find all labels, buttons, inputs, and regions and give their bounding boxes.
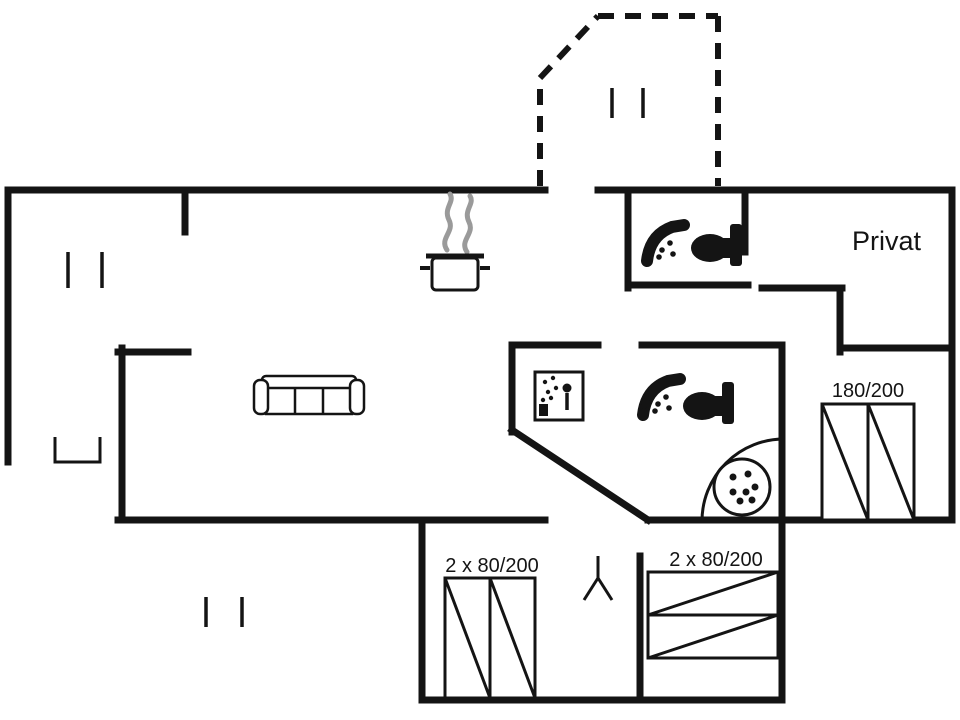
double-bed-size-label: 180/200 bbox=[832, 380, 904, 402]
exterior-walls bbox=[4, 186, 956, 704]
bed-twin-right-icon bbox=[646, 570, 780, 660]
entry-step bbox=[53, 437, 102, 464]
bed-twin-left-icon bbox=[443, 576, 537, 700]
privat-room-label: Privat bbox=[852, 226, 922, 256]
door-symbol bbox=[582, 556, 614, 601]
twin-bed-right-size-label: 2 x 80/200 bbox=[669, 549, 762, 571]
twin-bed-left-size-label: 2 x 80/200 bbox=[445, 555, 538, 577]
interior-walls bbox=[507, 186, 956, 704]
window-icon bbox=[204, 597, 244, 627]
bathroom-middle-fixtures bbox=[533, 370, 772, 517]
steam-icon bbox=[442, 191, 474, 255]
window-icon bbox=[610, 88, 645, 118]
toilet-icon bbox=[683, 382, 734, 424]
bathroom-top-fixtures bbox=[645, 224, 742, 266]
sofa-icon bbox=[252, 374, 366, 416]
window-icon bbox=[66, 252, 104, 288]
hot-tub-icon bbox=[712, 457, 772, 517]
window-marks bbox=[66, 88, 645, 627]
shower-cabin-icon bbox=[533, 370, 585, 422]
cooking-pot-icon bbox=[420, 253, 490, 292]
shower-icon bbox=[641, 379, 680, 415]
dashed-porch-outline bbox=[537, 13, 721, 186]
shower-icon bbox=[645, 225, 684, 261]
toilet-icon bbox=[691, 224, 742, 266]
bed-double-icon bbox=[820, 402, 916, 522]
